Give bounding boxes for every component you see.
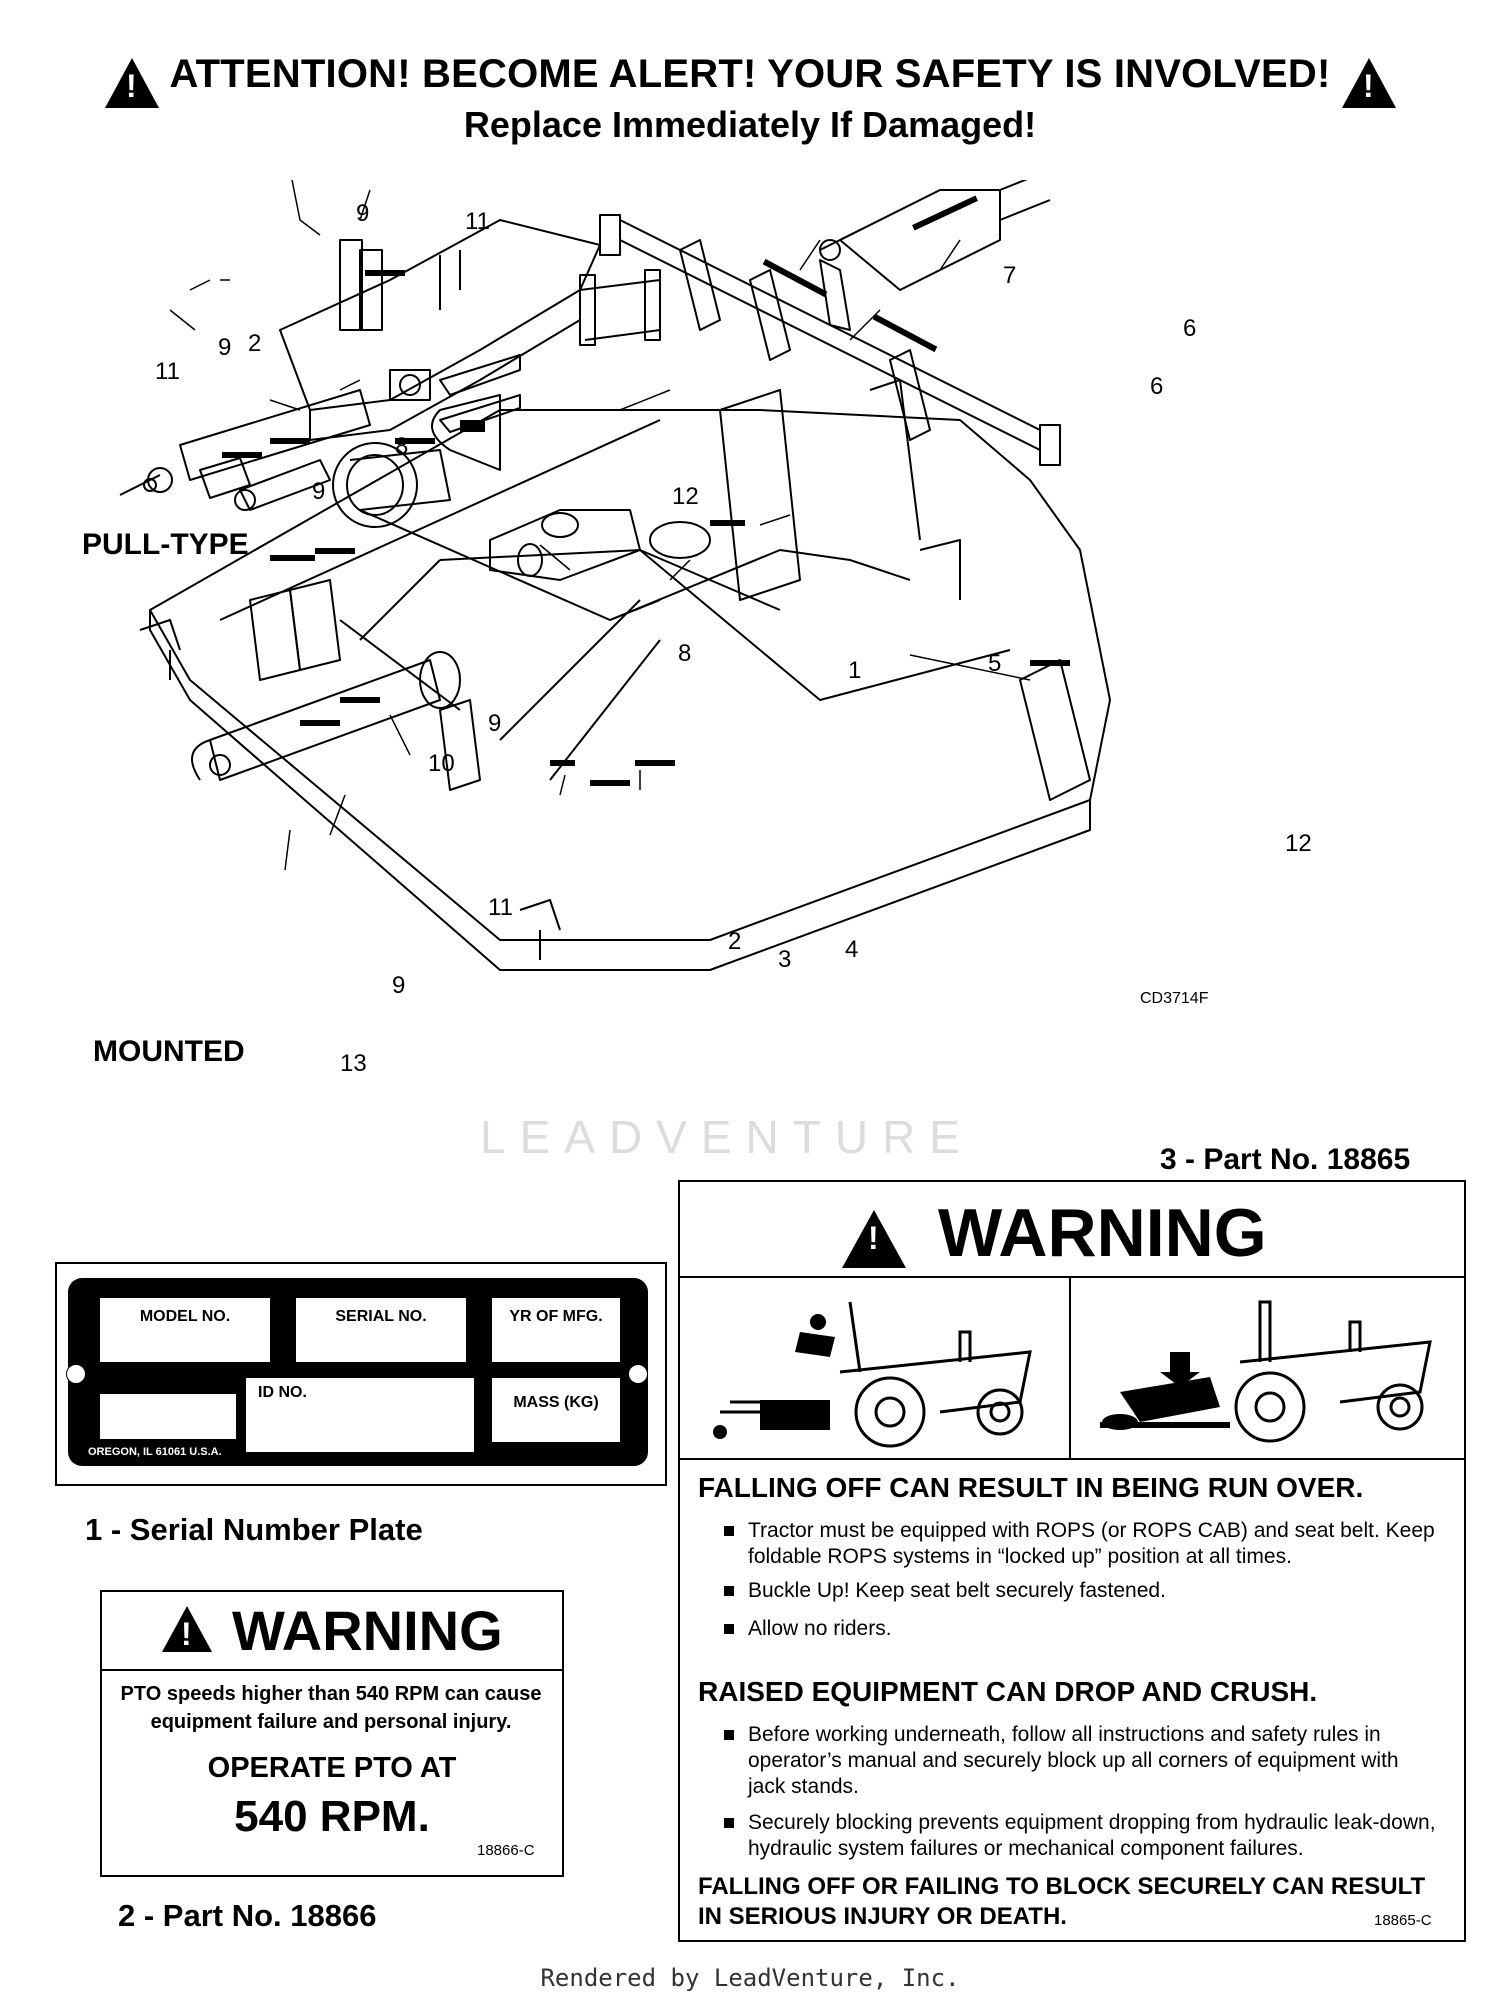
callout-label: 9 xyxy=(356,200,370,227)
decal1-caption: 1 - Serial Number Plate xyxy=(85,1512,423,1547)
callout-leader-lines xyxy=(169,180,1031,871)
serious-injury-warning: FALLING OFF OR FAILING TO BLOCK SECURELY… xyxy=(698,1873,1426,1930)
falling-off-pictogram xyxy=(713,1301,1032,1448)
divider xyxy=(680,1458,1464,1460)
callout-label: 4 xyxy=(845,936,859,963)
warning-triangle-icon xyxy=(1342,58,1396,108)
pull-type-hitch-drawing xyxy=(119,219,661,511)
pto-warning-title: WARNING xyxy=(232,1599,503,1662)
decal-location-diagram xyxy=(119,180,1111,971)
serial-number-plate: MODEL NO. SERIAL NO. YR OF MFG. ID NO. M… xyxy=(66,1278,648,1466)
callout-label: 13 xyxy=(340,1050,367,1077)
bullet-item: Buckle Up! Keep seat belt securely faste… xyxy=(720,1578,1468,1604)
operate-pto-text: OPERATE PTO AT xyxy=(207,1752,457,1784)
watermark: LEADVENTURE xyxy=(480,1111,974,1163)
callout-label: 11 xyxy=(465,208,490,235)
callout-label: 2 xyxy=(248,330,262,357)
warning-triangle-icon xyxy=(842,1210,906,1268)
callout-label: 2 xyxy=(728,928,742,955)
callout-label: 9 xyxy=(312,478,326,505)
mass-field: MASS (KG) xyxy=(492,1378,620,1442)
callout-label: 9 xyxy=(218,334,232,361)
falling-off-heading: FALLING OFF CAN RESULT IN BEING RUN OVER… xyxy=(698,1472,1364,1503)
drawing-code: CD3714F xyxy=(1140,990,1209,1007)
callout-label: 6 xyxy=(1183,315,1197,342)
callout-label: 7 xyxy=(1003,262,1017,289)
callout-label: 12 xyxy=(1285,830,1312,857)
mounting-hole-icon xyxy=(628,1364,648,1384)
divider xyxy=(1069,1278,1071,1458)
decal2-code: 18866-C xyxy=(477,1842,535,1859)
mounting-hole-icon xyxy=(66,1364,86,1384)
decal3-caption: 3 - Part No. 18865 xyxy=(1160,1143,1411,1176)
pto-warning-text: PTO speeds higher than 540 RPM can cause… xyxy=(120,1683,542,1733)
callout-label: 3 xyxy=(778,946,792,973)
rops-warning-decal: WARNING xyxy=(678,1180,1466,1942)
callout-label: 9 xyxy=(392,972,406,999)
mower-deck-drawing xyxy=(139,379,1111,971)
callout-label: 9 xyxy=(488,710,502,737)
crush-pictogram xyxy=(1100,1300,1432,1443)
callout-label: 1 xyxy=(848,657,862,684)
footer-credit: Rendered by LeadVenture, Inc. xyxy=(540,1964,960,1992)
bullet-item: Securely blocking prevents equipment dro… xyxy=(720,1810,1438,1862)
year-of-mfg-field: YR OF MFG. xyxy=(492,1298,620,1362)
callout-label: 10 xyxy=(428,750,455,777)
id-no-field: ID NO. xyxy=(246,1378,474,1452)
bullet-item: Before working underneath, follow all in… xyxy=(720,1722,1438,1800)
pto-warning-decal: WARNING PTO speeds higher than 540 RPM c… xyxy=(100,1590,564,1877)
divider xyxy=(680,1276,1464,1278)
decal2-caption: 2 - Part No. 18866 xyxy=(118,1898,377,1933)
attention-heading: ATTENTION! BECOME ALERT! YOUR SAFETY IS … xyxy=(169,52,1331,96)
blank-field xyxy=(100,1394,236,1439)
bullet-item: Tractor must be equipped with ROPS (or R… xyxy=(720,1518,1468,1570)
pto-rpm-value: 540 RPM. xyxy=(234,1792,430,1841)
pull-type-label: PULL-TYPE xyxy=(82,528,249,561)
bullet-item: Allow no riders. xyxy=(720,1616,1468,1642)
serial-no-field: SERIAL NO. xyxy=(296,1298,466,1362)
decal3-code: 18865-C xyxy=(1374,1912,1432,1929)
warning-triangle-icon xyxy=(162,1606,212,1653)
axle-and-cylinder-drawing xyxy=(599,180,1061,466)
callout-label: 11 xyxy=(488,894,513,921)
rops-warning-title: WARNING xyxy=(938,1195,1267,1271)
replace-subheading: Replace Immediately If Damaged! xyxy=(463,104,1037,145)
manufacturer-address: OREGON, IL 61061 U.S.A. xyxy=(88,1446,222,1458)
callout-label: 11 xyxy=(155,358,180,385)
callout-label: 8 xyxy=(395,433,409,460)
callout-label: 12 xyxy=(672,483,699,510)
callout-label: 6 xyxy=(1150,373,1164,400)
callout-label: 8 xyxy=(678,640,692,667)
mounted-label: MOUNTED xyxy=(93,1035,245,1068)
callout-label: 5 xyxy=(988,650,1002,677)
pto-warning-header: WARNING xyxy=(102,1592,562,1671)
model-no-field: MODEL NO. xyxy=(100,1298,270,1362)
warning-triangle-icon xyxy=(105,58,159,108)
raised-equipment-heading: RAISED EQUIPMENT CAN DROP AND CRUSH. xyxy=(698,1676,1318,1707)
serial-plate-frame xyxy=(55,1262,667,1486)
